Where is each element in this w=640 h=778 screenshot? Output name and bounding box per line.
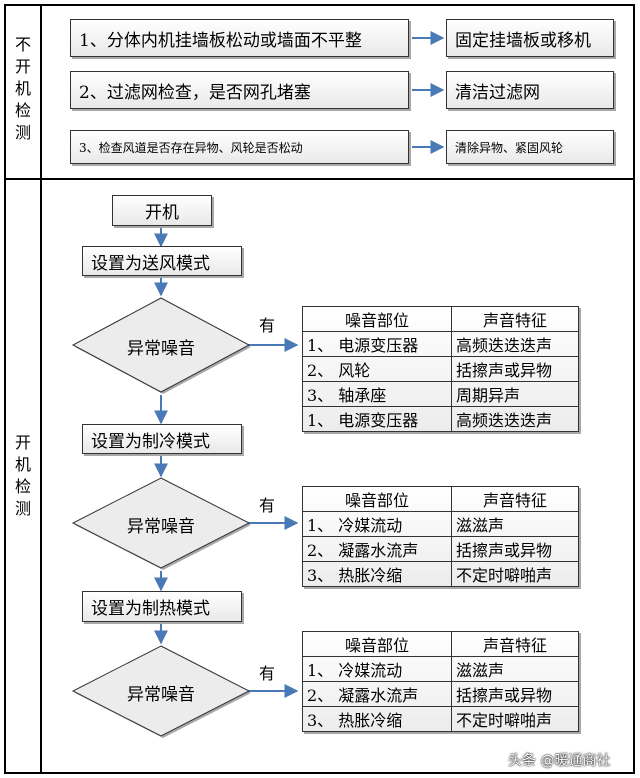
table-row: 1、 冷媒流动 滋滋声 (302, 511, 579, 537)
table-row: 2、 凝露水流声 括擦声或异物 (302, 681, 579, 707)
watermark-text: 头条 @暖通商社 (508, 753, 611, 769)
table-header-row: 噪音部位 声音特征 (302, 306, 579, 332)
decision-diamond-2-face (71, 477, 251, 569)
table-row: 3、 轴承座 周期异声 (302, 381, 579, 407)
decision-label-3: 异常噪音 (127, 685, 195, 705)
table-header-row: 噪音部位 声音特征 (302, 486, 579, 512)
cell-feature: 高频迭迭迭声 (451, 406, 579, 432)
cell-feature: 高频迭迭迭声 (451, 331, 579, 357)
yes-label-1: 有 (259, 316, 276, 335)
cell-part: 3、 轴承座 (302, 381, 452, 407)
table-row: 2、 风轮 括擦声或异物 (302, 356, 579, 382)
on-section-label: 开 机 检 测 (14, 433, 31, 518)
off-check-3: 3、检查风道是否存在异物、风轮是否松动 (70, 130, 409, 164)
cell-part: 1、 电源变压器 (302, 331, 452, 357)
section-divider-line (40, 4, 42, 774)
cell-feature: 括擦声或异物 (451, 536, 579, 562)
header-part: 噪音部位 (302, 486, 452, 512)
cell-part: 1、 冷媒流动 (302, 511, 452, 537)
noise-table-heat: 噪音部位 声音特征 1、 冷媒流动 滋滋声 2、 凝露水流声 括擦声或异物 3、… (302, 631, 579, 732)
decision-label-2: 异常噪音 (127, 517, 195, 537)
cell-feature: 滋滋声 (451, 511, 579, 537)
cell-feature: 括擦声或异物 (451, 356, 579, 382)
cell-feature: 不定时噼啪声 (451, 561, 579, 587)
table-row: 3、 热胀冷缩 不定时噼啪声 (302, 706, 579, 732)
table-row: 2、 凝露水流声 括擦声或异物 (302, 536, 579, 562)
noise-table-cool: 噪音部位 声音特征 1、 冷媒流动 滋滋声 2、 凝露水流声 括擦声或异物 3、… (302, 486, 579, 587)
off-fix-3: 清除异物、紧固风轮 (446, 130, 614, 164)
cell-part: 3、 热胀冷缩 (302, 561, 452, 587)
on-section-frame (4, 178, 635, 774)
cell-part: 2、 凝露水流声 (302, 681, 452, 707)
header-part: 噪音部位 (302, 306, 452, 332)
off-fix-1: 固定挂墙板或移机 (446, 19, 614, 57)
header-feature: 声音特征 (451, 306, 579, 332)
off-fix-2: 清洁过滤网 (446, 71, 614, 109)
cell-part: 2、 风轮 (302, 356, 452, 382)
cool-mode-box: 设置为制冷模式 (82, 424, 242, 454)
table-row: 1、 冷媒流动 滋滋声 (302, 656, 579, 682)
heat-mode-box: 设置为制热模式 (82, 591, 242, 622)
start-box: 开机 (112, 195, 212, 226)
cell-part: 2、 凝露水流声 (302, 536, 452, 562)
table-row: 3、 热胀冷缩 不定时噼啪声 (302, 561, 579, 587)
cell-part: 3、 热胀冷缩 (302, 706, 452, 732)
yes-label-3: 有 (259, 664, 276, 683)
decision-diamond-1-face (71, 297, 251, 393)
table-row: 1、 电源变压器 高频迭迭迭声 (302, 406, 579, 432)
noise-table-fan: 噪音部位 声音特征 1、 电源变压器 高频迭迭迭声 2、 风轮 括擦声或异物 3… (302, 306, 579, 432)
off-check-2: 2、过滤网检查，是否网孔堵塞 (70, 71, 409, 109)
header-feature: 声音特征 (451, 631, 579, 657)
fan-mode-box: 设置为送风模式 (82, 246, 242, 276)
cell-feature: 滋滋声 (451, 656, 579, 682)
off-check-1: 1、分体内机挂墙板松动或墙面不平整 (70, 19, 409, 57)
cell-feature: 括擦声或异物 (451, 681, 579, 707)
cell-part: 1、 冷媒流动 (302, 656, 452, 682)
cell-feature: 周期异声 (451, 381, 579, 407)
header-feature: 声音特征 (451, 486, 579, 512)
off-section-label: 不 开 机 检 测 (14, 35, 31, 142)
cell-feature: 不定时噼啪声 (451, 706, 579, 732)
cell-part: 1、 电源变压器 (302, 406, 452, 432)
decision-diamond-3-face (71, 645, 251, 737)
yes-label-2: 有 (259, 496, 276, 515)
table-row: 1、 电源变压器 高频迭迭迭声 (302, 331, 579, 357)
decision-label-1: 异常噪音 (127, 339, 195, 359)
table-header-row: 噪音部位 声音特征 (302, 631, 579, 657)
header-part: 噪音部位 (302, 631, 452, 657)
